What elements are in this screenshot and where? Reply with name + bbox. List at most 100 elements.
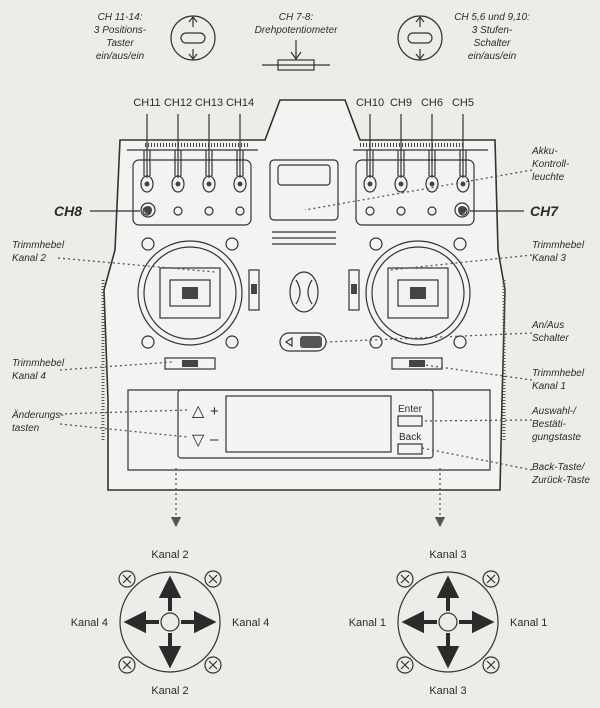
svg-text:3 Positions-: 3 Positions- xyxy=(94,25,147,36)
ch8-label: CH8 xyxy=(54,203,82,219)
label-trimm-kanal3: Trimmhebel Kanal 3 xyxy=(532,240,585,264)
svg-text:Trimmhebel: Trimmhebel xyxy=(532,368,585,379)
label-akku-leuchte: Akku- Kontroll- leuchte xyxy=(531,146,570,183)
switch-ch6[interactable] xyxy=(425,114,439,216)
arrow-up-icon xyxy=(158,575,182,611)
svg-text:CH 11-14:: CH 11-14: xyxy=(98,12,143,23)
channel-label-ch10: CH10 xyxy=(356,97,384,109)
screw-icon xyxy=(204,656,222,674)
screw-icon xyxy=(204,570,222,588)
screw-icon xyxy=(118,656,136,674)
channel-label-ch5: CH5 xyxy=(452,97,474,109)
switch-ch11[interactable] xyxy=(140,114,154,216)
arrow-up-icon xyxy=(436,575,460,611)
ch7-8-caption: CH 7-8: xyxy=(279,12,314,23)
minus-label: – xyxy=(210,431,219,448)
ch7-8-poti-knob[interactable] xyxy=(289,271,319,313)
stick-center xyxy=(160,612,180,632)
left-stick-gimbal[interactable] xyxy=(137,237,260,349)
ch8-knob[interactable] xyxy=(140,202,156,218)
switch-ch13[interactable] xyxy=(202,114,216,216)
svg-text:Kanal 2: Kanal 2 xyxy=(12,253,46,264)
ch7-knob[interactable] xyxy=(454,202,470,218)
stick-label-bottom: Kanal 3 xyxy=(429,685,466,697)
channel-label-ch6: CH6 xyxy=(421,97,443,109)
arrow-right-icon xyxy=(459,610,495,634)
arrow-left-icon xyxy=(123,610,159,634)
trim-lever-ch1[interactable] xyxy=(391,357,443,370)
stick-label-left: Kanal 1 xyxy=(349,617,386,629)
switch-ch14[interactable] xyxy=(233,114,247,216)
svg-text:3 Stufen-: 3 Stufen- xyxy=(472,25,513,36)
svg-text:Änderungs-: Änderungs- xyxy=(11,409,64,421)
three-step-switch-icon xyxy=(397,15,443,61)
leader-lines xyxy=(57,169,533,528)
svg-text:CH 5,6 und 9,10:: CH 5,6 und 9,10: xyxy=(454,12,530,23)
arrow-right-icon xyxy=(181,610,217,634)
svg-text:tasten: tasten xyxy=(12,423,40,434)
channel-label-ch12: CH12 xyxy=(164,97,192,109)
channel-label-ch13: CH13 xyxy=(195,97,223,109)
svg-text:Kanal 3: Kanal 3 xyxy=(532,253,566,264)
svg-text:Kanal 1: Kanal 1 xyxy=(532,381,566,392)
stick-center xyxy=(438,612,458,632)
switch-ch9[interactable] xyxy=(394,114,408,216)
label-trimm-kanal1: Trimmhebel Kanal 1 xyxy=(532,368,585,392)
svg-text:gungstaste: gungstaste xyxy=(532,432,581,443)
svg-text:▽: ▽ xyxy=(192,432,205,449)
stick-plate xyxy=(119,571,221,673)
down-button[interactable]: ▽ xyxy=(192,432,205,449)
svg-text:Akku-: Akku- xyxy=(531,146,558,157)
back-button[interactable] xyxy=(397,443,423,455)
svg-text:Schalter: Schalter xyxy=(532,333,569,344)
screw-icon xyxy=(118,570,136,588)
arrow-left-icon xyxy=(401,610,437,634)
screw-icon xyxy=(396,656,414,674)
svg-text:△: △ xyxy=(192,403,205,420)
svg-text:Auswahl-/: Auswahl-/ xyxy=(531,406,577,417)
svg-text:Back-Taste/: Back-Taste/ xyxy=(532,462,586,473)
label-an-aus-schalter: An/Aus Schalter xyxy=(531,320,569,344)
svg-text:Trimmhebel: Trimmhebel xyxy=(12,358,65,369)
back-label: Back xyxy=(399,432,422,443)
svg-text:An/Aus: An/Aus xyxy=(531,320,564,331)
stick-label-right: Kanal 4 xyxy=(232,617,269,629)
right-stick-gimbal[interactable] xyxy=(348,237,471,349)
potentiometer-icon xyxy=(262,40,330,71)
switch-ch10[interactable] xyxy=(363,114,377,216)
label-aenderungstasten: Änderungs- tasten xyxy=(11,409,64,434)
screw-icon xyxy=(396,570,414,588)
svg-text:ein/aus/ein: ein/aus/ein xyxy=(468,51,517,62)
svg-text:ein/aus/ein: ein/aus/ein xyxy=(96,51,145,62)
svg-text:Trimmhebel: Trimmhebel xyxy=(12,240,65,251)
svg-text:Trimmhebel: Trimmhebel xyxy=(532,240,585,251)
label-trimm-kanal2: Trimmhebel Kanal 2 xyxy=(12,240,65,264)
transmitter-body xyxy=(101,99,506,491)
svg-text:leuchte: leuchte xyxy=(532,172,565,183)
stick-label-top: Kanal 2 xyxy=(151,549,188,561)
stick-plate xyxy=(397,571,499,673)
plus-label: + xyxy=(210,403,219,420)
stick-label-top: Kanal 3 xyxy=(429,549,466,561)
svg-text:Kontroll-: Kontroll- xyxy=(532,159,570,170)
label-auswahl-taste: Auswahl-/ Bestäti- gungstaste xyxy=(531,406,581,443)
stick-label-left: Kanal 4 xyxy=(71,617,108,629)
top-left-caption: CH 11-14: 3 Positions- Taster ein/aus/ei… xyxy=(94,12,147,62)
enter-label: Enter xyxy=(398,404,423,415)
screw-icon xyxy=(482,570,500,588)
lcd-display xyxy=(225,395,392,453)
svg-text:Taster: Taster xyxy=(106,38,134,49)
three-position-button-icon xyxy=(170,15,216,61)
trim-lever-ch4[interactable] xyxy=(164,357,216,370)
svg-text:Zurück-Taste: Zurück-Taste xyxy=(531,475,590,486)
channel-label-ch9: CH9 xyxy=(390,97,412,109)
up-button[interactable]: △ xyxy=(192,403,205,420)
stick-diagram-right: Kanal 3 Kanal 3 Kanal 1 Kanal 1 xyxy=(349,549,548,697)
stick-label-right: Kanal 1 xyxy=(510,617,547,629)
switch-ch12[interactable] xyxy=(171,114,185,216)
ch7-label: CH7 xyxy=(530,203,559,219)
